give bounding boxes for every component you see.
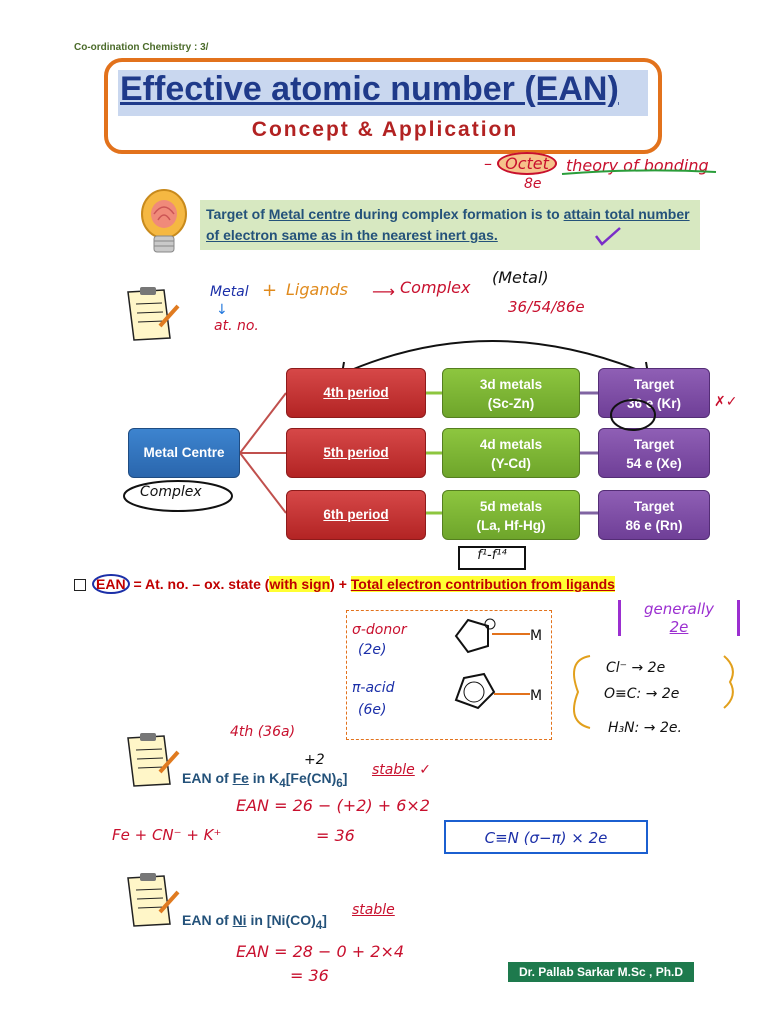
example2-result: = 36	[290, 966, 329, 985]
title-frame	[104, 58, 662, 154]
co-note: O≡C: → 2e	[604, 686, 680, 702]
ean-formula: EAN = At. no. – ox. state (with sign) + …	[92, 574, 615, 594]
down-arrow-scribble: ↓	[216, 302, 228, 318]
header-note: Co-ordination Chemistry : 3/	[74, 42, 209, 53]
example1-result: = 36	[316, 826, 355, 845]
complex-oval	[123, 480, 233, 512]
example2-heading: EAN of Ni in [Ni(CO)4]	[182, 912, 327, 932]
stable-note-2: stable	[352, 902, 395, 918]
ligands-scribble: Ligands	[286, 280, 348, 299]
metals-4d-box: 4d metals(Y-Cd)	[442, 428, 580, 478]
author-signature: Dr. Pallab Sarkar M.Sc , Ph.D	[508, 962, 694, 982]
complex-scribble: Complex	[400, 278, 471, 297]
lightbulb-icon	[141, 189, 187, 253]
six-e-label: (6e)	[358, 702, 387, 718]
sigma-donor-label: σ-donor	[352, 622, 407, 638]
metals-3d-box: 3d metals(Sc-Zn)	[442, 368, 580, 418]
check-mark-kr: ✗✓	[714, 394, 738, 410]
period-6-box: 6th period	[286, 490, 426, 540]
f-range-box: f¹-f¹⁴	[458, 546, 526, 570]
target-statement-box	[200, 200, 700, 250]
ligand-panel	[346, 610, 552, 740]
metal-scribble: Metal	[210, 284, 249, 300]
metal-centre-box: Metal Centre	[128, 428, 240, 478]
period-5-box: 5th period	[286, 428, 426, 478]
pi-acid-label: π-acid	[352, 680, 395, 696]
bullet-square	[74, 579, 86, 591]
cl-note: Cl⁻ → 2e	[606, 660, 666, 676]
plus2-note: +2	[304, 752, 325, 768]
brace-right	[723, 655, 734, 709]
octet-annotation: – Octet	[484, 152, 557, 175]
circle-36	[610, 399, 656, 431]
theory-underline	[561, 169, 717, 175]
complex-oval-text: Complex	[140, 484, 202, 500]
nh3-note: H₃N: → 2e.	[608, 720, 682, 736]
clipboard-icon	[127, 287, 180, 341]
check-tick	[595, 227, 621, 246]
clipboard-icon-2	[127, 733, 180, 787]
period-4-box: 4th period	[286, 368, 426, 418]
example1-side: Fe + CN⁻ + K⁺	[112, 826, 222, 844]
svg-text:M: M	[530, 628, 542, 644]
title-highlight	[118, 70, 648, 116]
page-subtitle: Concept & Application	[251, 118, 519, 141]
fourth-note: 4th (36a)	[230, 724, 296, 740]
metals-5d-box: 5d metals(La, Hf-Hg)	[442, 490, 580, 540]
two-e-label: (2e)	[358, 642, 387, 658]
eight-e-annotation: 8e	[524, 176, 542, 192]
example1-heading: EAN of Fe in K4[Fe(CN)6]	[182, 770, 348, 790]
svg-text:M: M	[530, 688, 542, 704]
page-title: Effective atomic number (EAN)	[120, 70, 619, 108]
cyclopentadienyl-drawing: M M	[454, 618, 542, 710]
arrow-scribble: ⟶	[372, 282, 395, 301]
plus-scribble: +	[262, 280, 278, 301]
brace-left	[573, 655, 591, 729]
metal-paren-scribble: (Metal)	[492, 268, 549, 287]
example2-calc: EAN = 28 − 0 + 2×4	[236, 942, 405, 961]
at-no-scribble: at. no.	[214, 318, 259, 334]
example1-calc: EAN = 26 − (+2) + 6×2	[236, 796, 430, 815]
numbers-scribble: 36/54/86e	[508, 298, 585, 316]
clipboard-icon-3	[127, 873, 180, 927]
target-statement: Target of Metal centre during complex fo…	[206, 206, 690, 243]
cn-box: C≡N (σ−π) × 2e	[444, 820, 648, 854]
stable-note-1: stable ✓	[372, 762, 431, 778]
